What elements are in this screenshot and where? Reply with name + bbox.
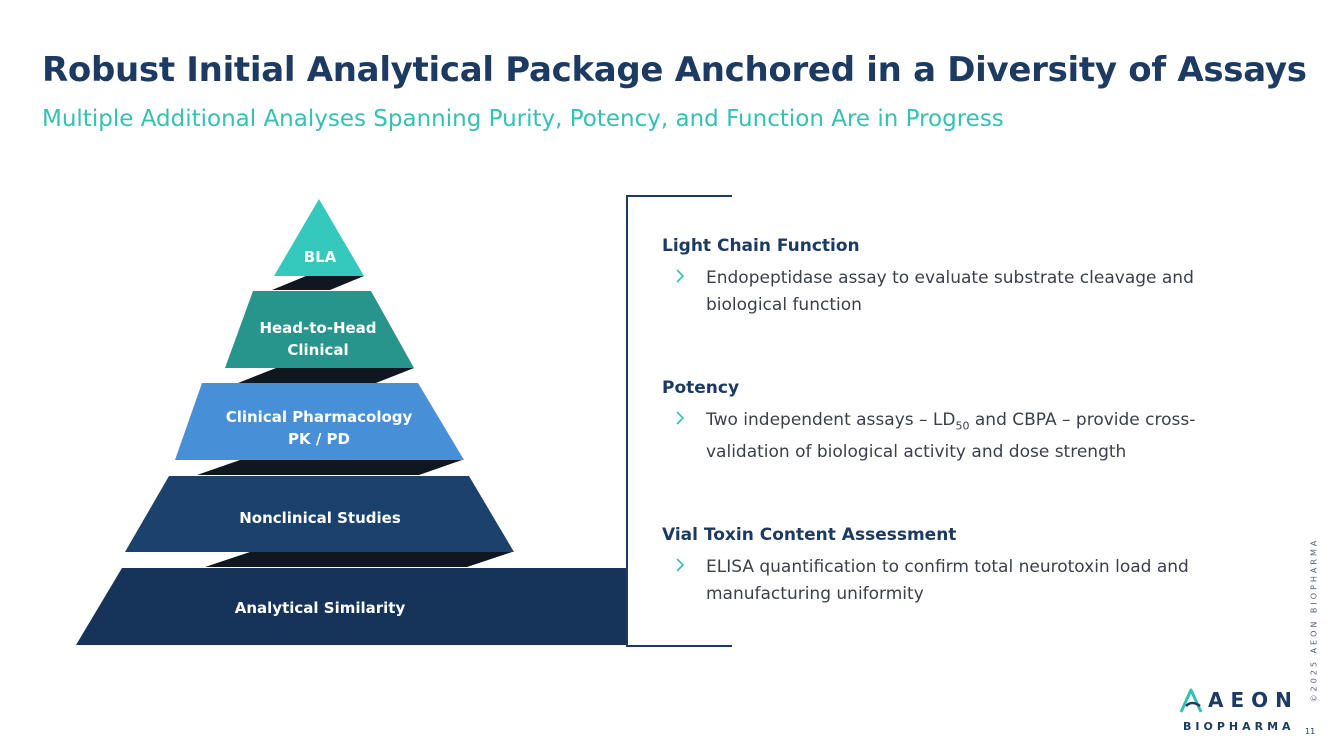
logo-subtitle: BIOPHARMA (1183, 720, 1295, 733)
pyramid-connector-3 (197, 460, 462, 475)
page-subtitle: Multiple Additional Analyses Spanning Pu… (42, 106, 1004, 132)
pyramid-label-nonclinical: Nonclinical Studies (239, 509, 401, 527)
pyramid-tier-nonclinical (125, 476, 514, 552)
content-bracket (626, 195, 732, 647)
section-potency: Potency Two independent assays – LD50 an… (662, 378, 1262, 466)
section-vial-toxin-content: Vial Toxin Content Assessment ELISA quan… (662, 525, 1262, 608)
bullet-text: ELISA quantification to confirm total ne… (706, 557, 1189, 604)
logo-wordmark: AEON (1208, 688, 1299, 712)
bullet-text: Two independent assays – LD50 and CBPA –… (706, 410, 1196, 463)
bullet-item: ELISA quantification to confirm total ne… (662, 554, 1262, 608)
pyramid-tier-clinical-pharmacology (175, 383, 464, 460)
chevron-right-icon (676, 269, 685, 283)
pyramid-tier-bla (274, 199, 364, 276)
section-heading: Light Chain Function (662, 236, 860, 256)
bullet-text: Endopeptidase assay to evaluate substrat… (706, 268, 1194, 315)
bullet-item: Endopeptidase assay to evaluate substrat… (662, 265, 1262, 319)
section-heading: Vial Toxin Content Assessment (662, 525, 957, 545)
pyramid-connector-2 (238, 368, 414, 383)
chevron-right-icon (676, 411, 685, 425)
pyramid-label-head-to-head-2: Clinical (287, 341, 348, 359)
page-title: Robust Initial Analytical Package Anchor… (42, 50, 1307, 90)
pyramid-label-analytical-similarity: Analytical Similarity (235, 599, 406, 617)
bullet-item: Two independent assays – LD50 and CBPA –… (662, 407, 1262, 466)
pyramid-label-clinical-pharmacology-1: Clinical Pharmacology (226, 408, 413, 426)
pyramid-tier-head-to-head (225, 291, 414, 368)
pyramid-connector-1 (272, 276, 364, 290)
chevron-right-icon (676, 558, 685, 572)
page-number: 11 (1305, 727, 1316, 736)
section-light-chain-function: Light Chain Function Endopeptidase assay… (662, 236, 1262, 319)
section-heading: Potency (662, 378, 740, 398)
copyright-text: ©2025 AEON BIOPHARMA (1309, 537, 1319, 703)
pyramid-connector-4 (205, 552, 512, 567)
pyramid-label-clinical-pharmacology-2: PK / PD (288, 430, 350, 448)
aeon-logo: AEON BIOPHARMA (1178, 686, 1293, 738)
subscript: 50 (955, 419, 970, 433)
pyramid-tier-analytical-similarity (76, 568, 628, 645)
pyramid-diagram: BLA Head-to-Head Clinical Clinical Pharm… (76, 199, 628, 645)
pyramid-label-head-to-head-1: Head-to-Head (259, 319, 376, 337)
pyramid-label-bla: BLA (304, 248, 337, 266)
aeon-logo-icon (1179, 688, 1203, 713)
